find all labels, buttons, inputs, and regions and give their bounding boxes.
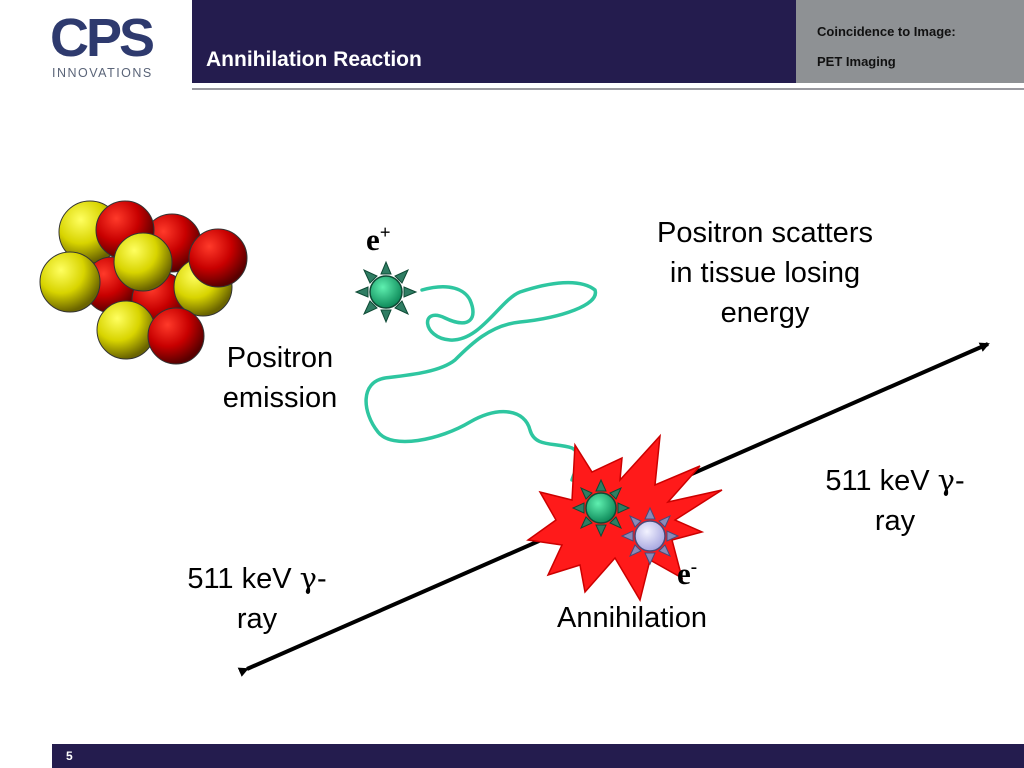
electron-particle bbox=[620, 506, 680, 566]
annihilation-label: Annihilation bbox=[557, 602, 707, 634]
gamma-ray-left-label: 511 keV γ- ray bbox=[187, 561, 327, 635]
proton bbox=[147, 307, 205, 365]
section-title-line1: Coincidence to Image: bbox=[817, 24, 956, 39]
positron-scatter-path bbox=[364, 280, 597, 482]
footer-bar: 5 bbox=[52, 744, 1024, 768]
neutron bbox=[39, 251, 101, 313]
title-bar: Annihilation Reaction bbox=[192, 0, 796, 83]
proton bbox=[188, 228, 248, 288]
section-title-line2: PET Imaging bbox=[817, 54, 896, 69]
positron-particle bbox=[354, 260, 418, 324]
annihilation-burst bbox=[526, 433, 723, 602]
header-divider bbox=[192, 88, 1024, 90]
section-box: Coincidence to Image: PET Imaging bbox=[796, 0, 1024, 83]
positron-particle-annihilating bbox=[571, 478, 631, 538]
positron-label: e+ bbox=[366, 222, 391, 257]
logo: CPS INNOVATIONS bbox=[0, 0, 192, 86]
logo-subtitle: INNOVATIONS bbox=[52, 66, 153, 80]
gamma-symbol: γ bbox=[299, 561, 317, 595]
gamma-symbol: γ bbox=[937, 463, 955, 497]
gamma-ray-right-label: 511 keV γ- ray bbox=[825, 463, 965, 537]
page-number: 5 bbox=[66, 749, 73, 763]
slide-title: Annihilation Reaction bbox=[206, 48, 422, 71]
neutron bbox=[96, 300, 156, 360]
logo-wordmark: CPS bbox=[50, 8, 155, 68]
footer: 5 bbox=[0, 744, 1024, 768]
electron-label: e- bbox=[677, 556, 698, 591]
neutron bbox=[113, 232, 173, 292]
positron-emission-label: Positron emission bbox=[222, 342, 338, 414]
nucleus bbox=[39, 200, 248, 365]
positron-scatter-label: Positron scatters in tissue losing energ… bbox=[657, 217, 873, 329]
